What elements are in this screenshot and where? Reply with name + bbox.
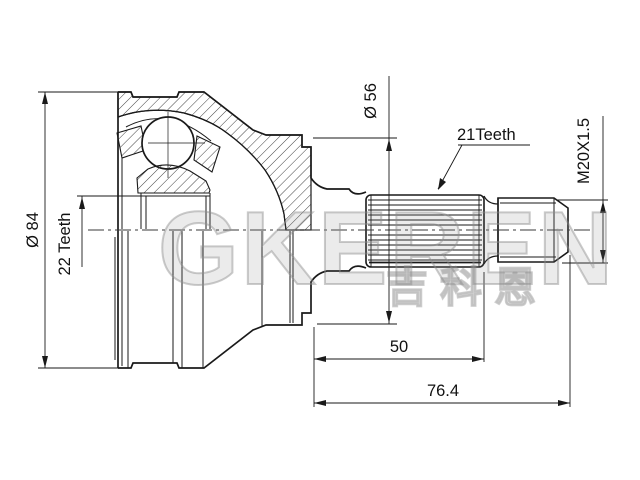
- dim-total-length: 76.4: [314, 255, 571, 407]
- label-shaft-spline: 21Teeth: [437, 126, 530, 190]
- dim-step-diameter: Ø 56: [313, 76, 397, 325]
- dim-total-length-label: 76.4: [427, 382, 459, 400]
- cv-joint-body: [114, 91, 367, 369]
- spline-block: [365, 194, 485, 268]
- cage-section-right: [193, 135, 221, 173]
- dim-inner-spline: 22 Teeth: [56, 195, 142, 276]
- dim-spline-length: 50: [313, 272, 485, 407]
- watermark: GKEREN 吉科恩: [157, 190, 615, 313]
- dim-outer-diameter-label: Ø 84: [24, 212, 42, 248]
- dim-inner-spline-label: 22 Teeth: [56, 212, 74, 275]
- watermark-latin-text: GKEREN: [158, 191, 615, 307]
- inner-race-section: [136, 164, 211, 194]
- dim-step-diameter-label: Ø 56: [362, 83, 380, 119]
- shaft-spline: [365, 194, 485, 268]
- dim-outer-diameter: Ø 84: [24, 91, 130, 369]
- dim-thread: M20X1.5: [556, 116, 608, 264]
- watermark-cjk-text: 吉科恩: [386, 263, 548, 312]
- dim-spline-length-label: 50: [390, 338, 408, 356]
- label-shaft-spline-text: 21Teeth: [457, 126, 516, 144]
- dim-thread-label: M20X1.5: [575, 118, 593, 184]
